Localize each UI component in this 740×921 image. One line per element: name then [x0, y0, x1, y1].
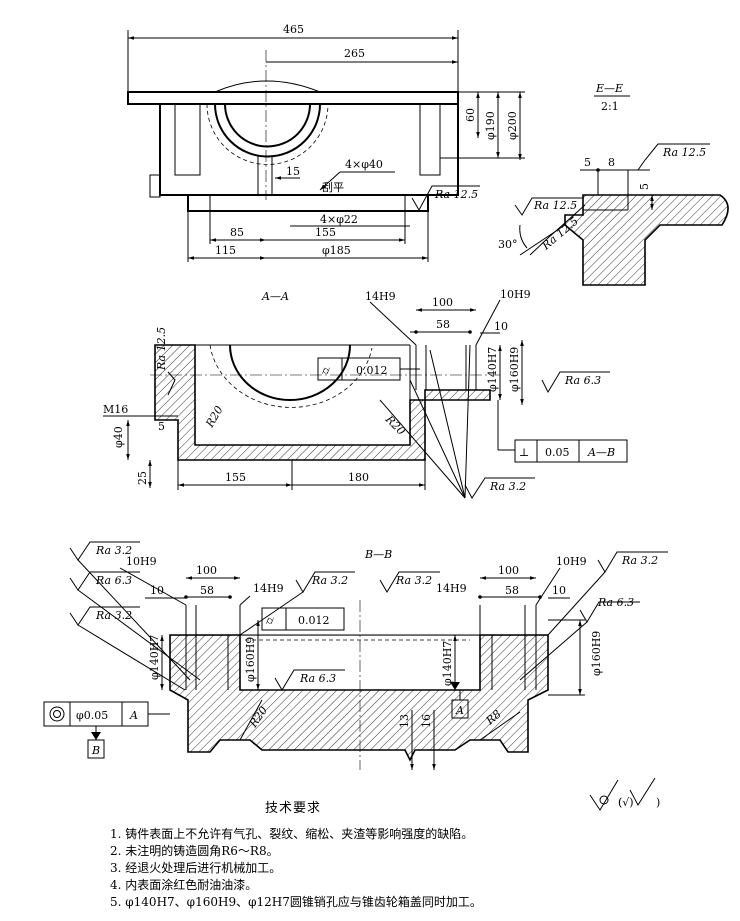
dim-265: 265 [344, 47, 365, 60]
bb-dim-14h9-right: 14H9 [436, 582, 467, 595]
dim-15: 15 [286, 165, 300, 178]
top-view: 465 265 60 φ190 φ200 15 4×φ40 [127, 23, 525, 262]
bb-dim-10-left: 10 [150, 584, 164, 597]
aa-dim-25: 25 [136, 471, 149, 485]
aa-roughness-63: Ra 6.3 [564, 374, 601, 387]
dim-115: 115 [215, 244, 236, 257]
aa-dim-58: 58 [436, 318, 450, 331]
aa-roughness-125: Ra 12.5 [155, 327, 168, 371]
section-bb-title: B—B [364, 548, 392, 561]
bb-dim-phi140h7-right: φ140H7 [441, 641, 454, 686]
bracket-left: ( [618, 796, 622, 809]
aa-perp-value: 0.05 [545, 446, 570, 459]
bb-flatness-value: 0.012 [298, 614, 330, 627]
general-roughness-symbol: (√) ( ) [589, 777, 660, 811]
aa-dim-10h9: 10H9 [500, 288, 531, 301]
dim-4xphi22: 4×φ22 [320, 213, 358, 226]
note-scrape-flat: 刮平 [322, 180, 344, 194]
bb-roughness-32-d: Ra 3.2 [395, 574, 432, 587]
section-ee: E—E 2:1 5 8 5 Ra 12.5 Ra 12.5 Ra 12.5 30… [498, 82, 729, 286]
aa-dim-5: 5 [158, 420, 165, 433]
aa-r20-left: R20 [203, 404, 226, 431]
requirement-item: 1. 铸件表面上不允许有气孔、裂纹、缩松、夹渣等影响强度的缺陷。 [110, 827, 474, 841]
bb-dim-58-left: 58 [200, 584, 214, 597]
bb-dim-13: 13 [398, 714, 411, 728]
bb-roughness-32-a: Ra 3.2 [95, 544, 132, 557]
aa-r20-right: R20 [382, 412, 408, 438]
ee-dim-5-b: 5 [638, 183, 651, 190]
aa-flatness-value: 0.012 [356, 364, 388, 377]
general-roughness-bracket: (√) [618, 796, 634, 809]
requirement-item: 4. 内表面涂红色耐油油漆。 [110, 878, 258, 892]
bb-dim-10h9-right: 10H9 [556, 555, 587, 568]
bb-coax-value: φ0.05 [76, 709, 108, 722]
bb-dim-10-right: 10 [552, 584, 566, 597]
bb-coax-datum: A [129, 709, 138, 722]
ee-roughness-2: Ra 12.5 [533, 199, 577, 212]
bb-roughness-63-a: Ra 6.3 [95, 574, 132, 587]
bb-roughness-32-c: Ra 3.2 [311, 574, 348, 587]
bracket-right: ) [656, 796, 660, 809]
aa-dim-10: 10 [494, 320, 508, 333]
dim-phi185: φ185 [322, 244, 351, 257]
bb-datum-a: A [455, 704, 464, 717]
dim-60: 60 [464, 108, 477, 122]
aa-dim-phi140h7: φ140H7 [486, 347, 499, 392]
aa-dim-phi160h9: φ160H9 [508, 347, 521, 392]
aa-perp-symbol: ⊥ [519, 446, 529, 459]
section-aa-title: A—A [261, 290, 289, 303]
requirements-title: 技术要求 [265, 801, 322, 816]
bb-dim-phi160h9-right: φ160H9 [590, 631, 603, 676]
aa-roughness-32: Ra 3.2 [489, 480, 526, 493]
bb-roughness-32-b: Ra 3.2 [95, 609, 132, 622]
bb-roughness-32-e: Ra 3.2 [621, 554, 658, 567]
ee-roughness-1: Ra 12.5 [662, 146, 706, 159]
aa-dim-100: 100 [432, 296, 453, 309]
aa-perp-datum: A—B [587, 446, 615, 459]
bb-dim-10h9-left: 10H9 [126, 555, 157, 568]
bb-dim-16: 16 [420, 714, 433, 728]
dim-phi190: φ190 [484, 111, 497, 140]
requirement-item: 3. 经退火处理后进行机械加工。 [110, 861, 282, 875]
dim-155: 155 [315, 226, 336, 239]
ee-dim-8: 8 [608, 156, 615, 169]
bb-flatness-symbol: ⌭ [266, 614, 274, 627]
section-ee-scale: 2:1 [601, 100, 619, 113]
aa-dim-155: 155 [225, 471, 246, 484]
requirement-item: 2. 未注明的铸造圆角R6～R8。 [110, 844, 279, 858]
aa-dim-m16: M16 [103, 403, 128, 416]
dim-phi200: φ200 [506, 111, 519, 140]
dim-85: 85 [230, 226, 244, 239]
top-roughness: Ra 12.5 [434, 188, 478, 201]
ee-dim-5-a: 5 [584, 156, 591, 169]
section-bb: B—B 10H9 100 14H9 58 10 φ140H7 φ160H9 Ra [43, 541, 668, 770]
dim-4xphi40: 4×φ40 [345, 158, 383, 171]
bb-dim-phi160h9-left: φ160H9 [244, 637, 257, 682]
requirement-item: 5. φ140H7、φ160H9、φ12H7圆锥销孔应与锥齿轮箱盖同时加工。 [110, 895, 482, 909]
ee-angle-30: 30° [498, 238, 518, 251]
section-aa: A—A 14H9 100 10H9 58 10 φ140H7 φ160H9 ⌭ [103, 288, 628, 499]
aa-dim-14h9: 14H9 [365, 290, 396, 303]
bb-dim-100-right: 100 [498, 564, 519, 577]
section-ee-title: E—E [595, 82, 623, 95]
bb-dim-14h9-left: 14H9 [253, 582, 284, 595]
aa-dim-180: 180 [348, 471, 369, 484]
bb-roughness-63-c: Ra 6.3 [597, 596, 634, 609]
aa-dim-phi40: φ40 [112, 426, 125, 448]
dim-465: 465 [283, 23, 304, 36]
aa-flatness-symbol: ⌭ [322, 364, 330, 377]
bb-dim-58-right: 58 [505, 584, 519, 597]
bb-datum-b: B [91, 744, 100, 757]
bb-roughness-63-b: Ra 6.3 [299, 672, 336, 685]
bb-dim-100-left: 100 [196, 564, 217, 577]
